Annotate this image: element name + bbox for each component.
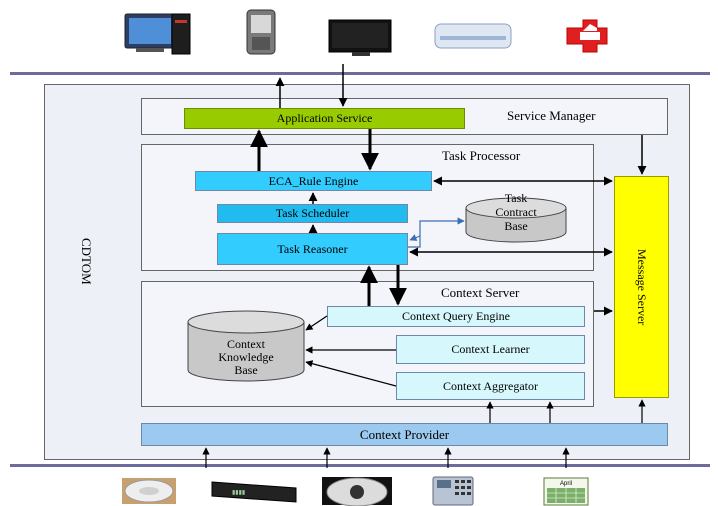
arrow-aggregator-to-kb [305,360,397,387]
context-knowledge-base-cylinder: Context Knowledge Base [187,310,305,382]
calendar-icon: April [543,477,589,506]
desktop-computer-icon [124,13,191,55]
task-contract-base-line2: Contract [495,205,537,219]
task-contract-base-line1: Task [505,191,528,205]
arrow-query-to-kb [305,315,328,331]
message-server-label: Message Server [635,248,649,326]
context-knowledge-base-line3: Base [234,363,257,377]
context-knowledge-base-line2: Knowledge [218,350,273,364]
calendar-month-label: April [560,481,572,487]
air-conditioner-icon [434,23,512,49]
context-provider-box: Context Provider [141,423,668,446]
bottom-separator [10,464,710,467]
smoke-detector-icon [122,478,176,504]
cdtom-label: CDTOM [79,238,94,285]
svg-text:▮▮▮▮: ▮▮▮▮ [232,490,245,496]
application-service-box: Application Service [184,108,465,129]
arrow-contract-to-reasoner [409,234,421,241]
context-knowledge-base-line1: Context [227,337,266,351]
eca-rule-engine-box: ECA_Rule Engine [195,171,432,191]
flat-tv-icon [328,19,392,56]
service-manager-title: Service Manager [507,108,596,123]
task-contract-base-cylinder: Task Contract Base [465,191,567,243]
usb-sensor-icon: ▮▮▮▮ [211,481,297,503]
task-scheduler-box: Task Scheduler [217,204,408,223]
mobile-phone-icon [246,9,276,55]
context-server-title: Context Server [441,285,520,300]
keypad-icon [432,476,474,506]
arrow-reasoner-to-contract [408,217,465,248]
task-contract-base-line3: Base [504,219,527,233]
top-separator [10,72,710,75]
context-learner-box: Context Learner [396,335,585,364]
context-aggregator-box: Context Aggregator [396,372,585,400]
task-processor-title: Task Processor [442,148,521,163]
task-reasoner-box: Task Reasoner [217,233,408,265]
medical-cross-icon [566,19,608,53]
camera-icon [322,477,392,506]
message-server-box: Message Server [614,176,669,398]
context-query-engine-box: Context Query Engine [327,306,585,327]
